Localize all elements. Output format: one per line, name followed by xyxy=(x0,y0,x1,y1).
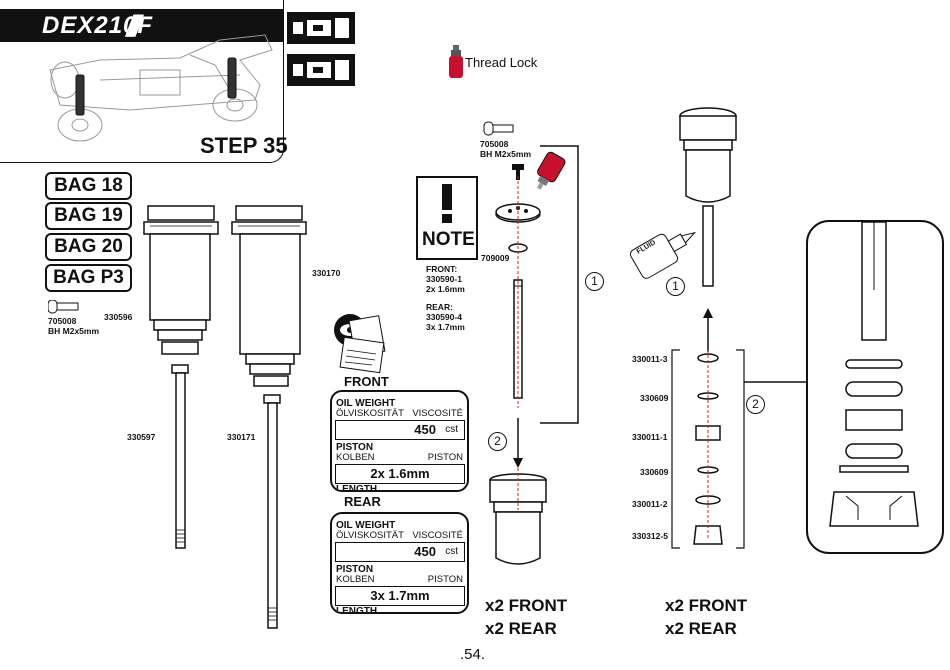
rear-oil-value: 450 xyxy=(414,544,436,559)
part-code: 330597 xyxy=(127,432,156,442)
shock-parts-illustration xyxy=(143,205,307,629)
part-desc: BH M2x5mm xyxy=(48,326,100,336)
front-piston-value: 2x 1.6mm xyxy=(370,466,430,481)
length-label: LENGTH xyxy=(336,484,378,492)
bag-label: BAG P3 xyxy=(45,264,132,292)
piston-label-de: KOLBEN xyxy=(336,574,375,585)
rear-piston-value: 3x 1.7mm xyxy=(370,588,430,603)
piston-label-de: KOLBEN xyxy=(336,452,375,463)
part-code: 330312-5 xyxy=(632,531,668,541)
part-code: 330170 xyxy=(312,268,341,278)
unit-label: cst xyxy=(445,424,458,435)
model-name: DEX210F xyxy=(42,12,154,39)
quantity-label: x2 REAR xyxy=(485,619,557,638)
part-code: 705008 xyxy=(48,316,77,326)
bag-label: BAG 19 xyxy=(45,202,132,230)
note-title: NOTE xyxy=(422,229,475,250)
callout-number: 1 xyxy=(585,272,604,291)
thread-lock-label: Thread Lock xyxy=(465,55,538,70)
front-setup-card: OIL WEIGHT ÖLVISKOSITÄT VISCOSITÉ 450 cs… xyxy=(330,390,469,492)
piston-label: PISTON xyxy=(336,564,374,575)
piston-box: 2x 1.6mm xyxy=(335,464,465,484)
oil-weight-label: OIL WEIGHT xyxy=(336,398,396,409)
thread-lock-icon xyxy=(449,45,463,78)
oil-weight-label-de: ÖLVISKOSITÄT xyxy=(336,408,404,419)
detail-zoom-panel xyxy=(806,220,944,554)
part-code: 330011-2 xyxy=(632,499,668,509)
step-number: STEP 35 xyxy=(200,133,288,158)
callout-number: 2 xyxy=(488,432,507,451)
bag-label: BAG 18 xyxy=(45,172,132,200)
piston-label-fr: PISTON xyxy=(427,574,463,585)
shock-cap-assembly-illustration xyxy=(630,107,745,549)
part-code: 330171 xyxy=(227,432,256,442)
front-oil-value: 450 xyxy=(414,422,436,437)
length-label: LENGTH xyxy=(336,606,378,614)
oil-weight-label-fr: VISCOSITÉ xyxy=(412,530,463,541)
note-front-label: FRONT: xyxy=(426,264,458,274)
note-front-spec: 2x 1.6mm xyxy=(426,284,465,294)
shock-setting-icons xyxy=(287,12,355,86)
oil-weight-label: OIL WEIGHT xyxy=(336,520,396,531)
connector-line xyxy=(744,381,810,383)
setup-sheet-icon xyxy=(334,314,386,374)
model-bar xyxy=(0,9,283,42)
part-code: 330011-1 xyxy=(632,432,668,442)
bag-label: BAG 20 xyxy=(45,233,132,261)
front-heading: FRONT xyxy=(344,374,389,389)
quantity-label: x2 FRONT xyxy=(485,596,568,615)
oil-weight-label-de: ÖLVISKOSITÄT xyxy=(336,530,404,541)
oil-weight-box: 450 cst xyxy=(335,420,465,440)
part-code: 709009 xyxy=(481,253,510,263)
part-code: 705008 xyxy=(480,139,509,149)
rear-setup-card: OIL WEIGHT ÖLVISKOSITÄT VISCOSITÉ 450 cs… xyxy=(330,512,469,614)
page-number: .54. xyxy=(460,646,486,663)
part-code: 330609 xyxy=(640,467,669,477)
note-rear-spec: 3x 1.7mm xyxy=(426,322,465,332)
unit-label: cst xyxy=(445,546,458,557)
oil-weight-label-fr: VISCOSITÉ xyxy=(412,408,463,419)
screw-icon xyxy=(48,300,79,314)
part-code: 330609 xyxy=(640,393,669,403)
note-rear-label: REAR: xyxy=(426,302,453,312)
note-front-part: 330590-1 xyxy=(426,274,462,284)
piston-assembly-illustration xyxy=(483,121,566,565)
callout-bracket xyxy=(540,145,579,424)
part-code: 330011-3 xyxy=(632,354,668,364)
oil-weight-box: 450 cst xyxy=(335,542,465,562)
callout-number: 1 xyxy=(666,277,685,296)
note-box xyxy=(416,176,478,260)
part-code: 330596 xyxy=(104,312,133,322)
callout-number: 2 xyxy=(746,395,765,414)
quantity-label: x2 REAR xyxy=(665,619,737,638)
piston-label-fr: PISTON xyxy=(427,452,463,463)
piston-box: 3x 1.7mm xyxy=(335,586,465,606)
note-rear-part: 330590-4 xyxy=(426,312,462,322)
rear-heading: REAR xyxy=(344,494,381,509)
buggy-illustration xyxy=(49,34,273,142)
quantity-label: x2 FRONT xyxy=(665,596,748,615)
part-desc: BH M2x5mm xyxy=(480,149,532,159)
piston-label: PISTON xyxy=(336,442,374,453)
